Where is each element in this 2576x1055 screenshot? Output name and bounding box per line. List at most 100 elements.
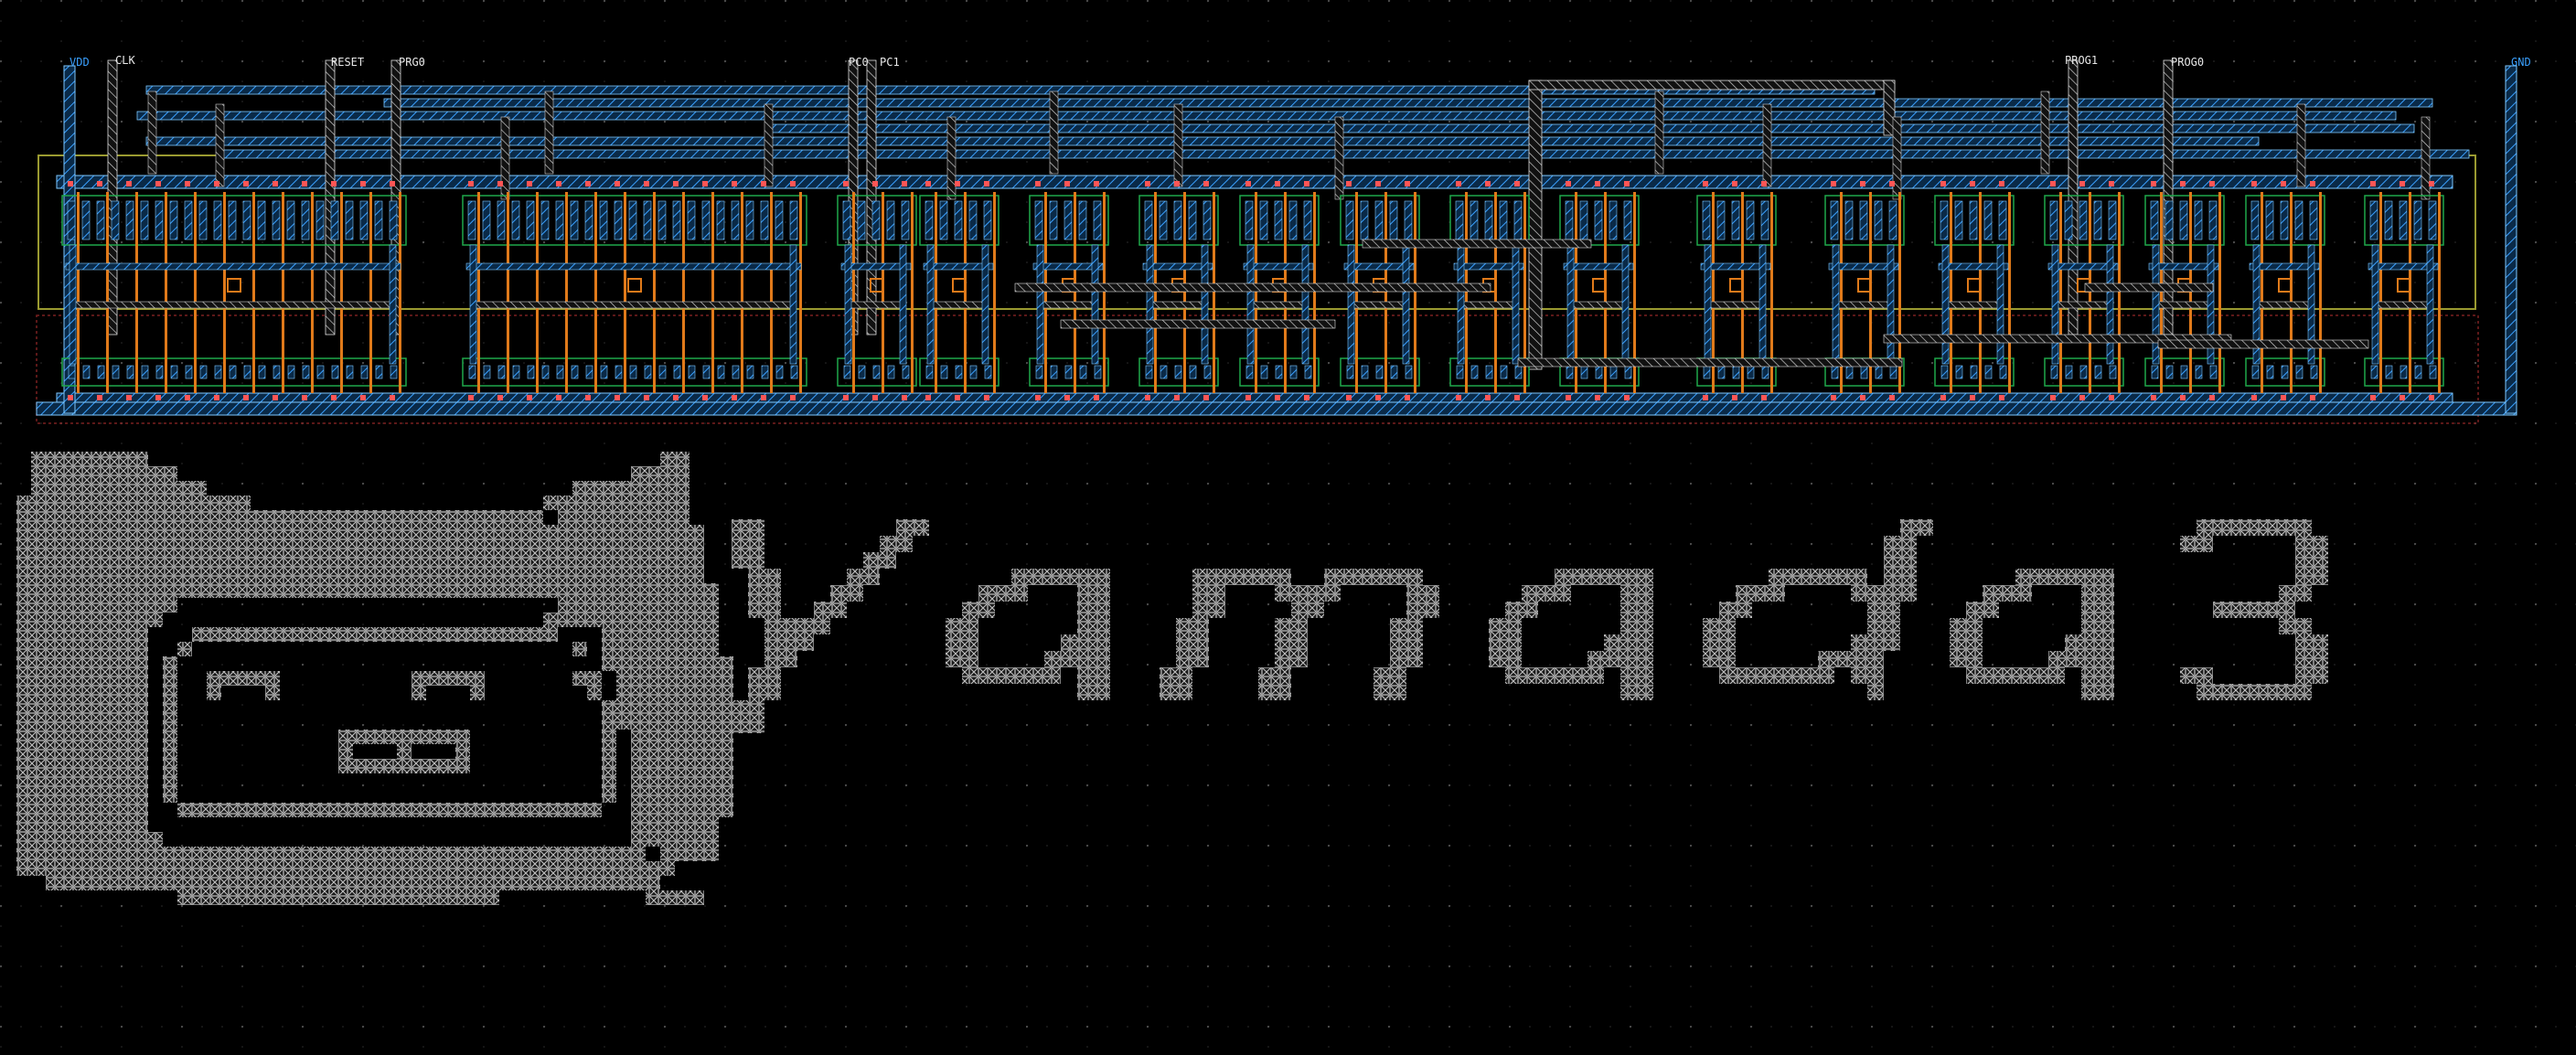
logo-pixel xyxy=(368,583,382,598)
routing-bus xyxy=(383,98,2433,108)
logo-pixel xyxy=(646,598,660,613)
poly-gate xyxy=(1255,192,1257,393)
logo-pixel xyxy=(31,788,46,803)
cat-face-logo[interactable] xyxy=(16,452,733,905)
wordmark-pixel xyxy=(1160,667,1176,684)
logo-pixel xyxy=(426,803,441,817)
yamada3-wordmark[interactable] xyxy=(732,519,2328,733)
contact xyxy=(1203,395,1209,400)
logo-pixel xyxy=(104,554,119,569)
contact xyxy=(273,395,278,400)
logo-pixel xyxy=(31,481,46,496)
wordmark-pixel xyxy=(1867,684,1884,700)
contact xyxy=(331,395,337,400)
nmos-finger xyxy=(243,365,251,379)
poly-contact xyxy=(1967,278,1982,293)
contact xyxy=(2050,181,2056,186)
pmos-diffusion xyxy=(1824,195,1905,246)
wordmark-pixel xyxy=(1176,634,1192,651)
contact xyxy=(902,395,907,400)
logo-pixel xyxy=(163,583,177,598)
source-drain-finger xyxy=(67,200,76,240)
logo-pixel xyxy=(75,730,90,744)
logo-pixel xyxy=(163,700,177,715)
logo-pixel xyxy=(309,510,324,525)
logo-pixel xyxy=(104,861,119,876)
logo-pixel xyxy=(192,803,207,817)
logo-pixel xyxy=(236,496,251,510)
logo-pixel xyxy=(675,452,689,466)
logo-pixel xyxy=(572,803,587,817)
contact xyxy=(1940,181,1946,186)
contact xyxy=(1860,181,1865,186)
logo-pixel xyxy=(689,847,704,861)
nmos-finger xyxy=(258,365,266,379)
circuit-layout[interactable] xyxy=(36,59,2517,424)
logo-pixel xyxy=(280,583,294,598)
wordmark-pixel xyxy=(1423,585,1439,602)
wordmark-pixel xyxy=(2197,519,2213,536)
logo-pixel xyxy=(602,773,616,788)
contact xyxy=(1732,395,1737,400)
wordmark-pixel xyxy=(814,618,830,634)
logo-pixel xyxy=(704,583,719,598)
wordmark-pixel xyxy=(1604,634,1620,651)
source-drain-finger xyxy=(2250,200,2260,240)
via-strap xyxy=(2421,116,2431,200)
logo-pixel xyxy=(31,715,46,730)
source-drain-finger xyxy=(983,200,992,240)
wordmark-pixel xyxy=(1900,585,1917,602)
logo-pixel xyxy=(558,861,572,876)
poly-gate xyxy=(1770,192,1773,393)
logo-pixel xyxy=(31,627,46,642)
logo-pixel xyxy=(616,686,631,700)
logo-pixel xyxy=(148,847,163,861)
gnd-bus xyxy=(36,401,2517,416)
logo-pixel xyxy=(631,759,646,773)
logo-pixel xyxy=(616,700,631,715)
wordmark-pixel xyxy=(748,602,764,618)
wordmark-pixel xyxy=(2065,651,2081,667)
logo-pixel xyxy=(602,876,616,890)
wordmark-pixel xyxy=(1999,667,2015,684)
logo-pixel xyxy=(177,583,192,598)
wordmark-pixel xyxy=(748,700,764,717)
logo-pixel xyxy=(441,759,455,773)
poly-gate xyxy=(536,192,539,393)
logo-pixel xyxy=(251,525,265,539)
poly-contact xyxy=(2397,278,2411,293)
logo-pixel xyxy=(75,847,90,861)
wordmark-pixel xyxy=(2098,618,2114,634)
contact xyxy=(1485,181,1491,186)
nmos-finger xyxy=(1485,365,1493,379)
logo-pixel xyxy=(280,525,294,539)
wordmark-pixel xyxy=(995,585,1011,602)
contact xyxy=(1703,181,1708,186)
logo-pixel xyxy=(675,569,689,583)
logo-pixel xyxy=(689,773,704,788)
pin-label-pc1: PC1 xyxy=(880,56,900,69)
logo-pixel xyxy=(470,525,485,539)
logo-pixel xyxy=(353,847,368,861)
pmos-diffusion xyxy=(1934,195,2015,246)
logo-pixel xyxy=(338,583,353,598)
wordmark-pixel xyxy=(1867,667,1884,684)
poly-gate xyxy=(565,192,568,393)
logo-pixel xyxy=(660,642,675,656)
logo-pixel xyxy=(16,817,31,832)
logo-pixel xyxy=(368,847,382,861)
logo-pixel xyxy=(368,510,382,525)
logo-pixel xyxy=(16,525,31,539)
source-drain-finger xyxy=(1484,200,1493,240)
nmos-finger xyxy=(644,365,652,379)
contact xyxy=(556,395,561,400)
poly-gate xyxy=(2160,192,2163,393)
logo-pixel xyxy=(60,481,75,496)
logo-pixel xyxy=(675,803,689,817)
poly-gate xyxy=(1898,192,1901,393)
logo-pixel xyxy=(616,539,631,554)
logo-pixel xyxy=(90,730,104,744)
logo-pixel xyxy=(192,496,207,510)
source-drain-finger xyxy=(2265,200,2274,240)
